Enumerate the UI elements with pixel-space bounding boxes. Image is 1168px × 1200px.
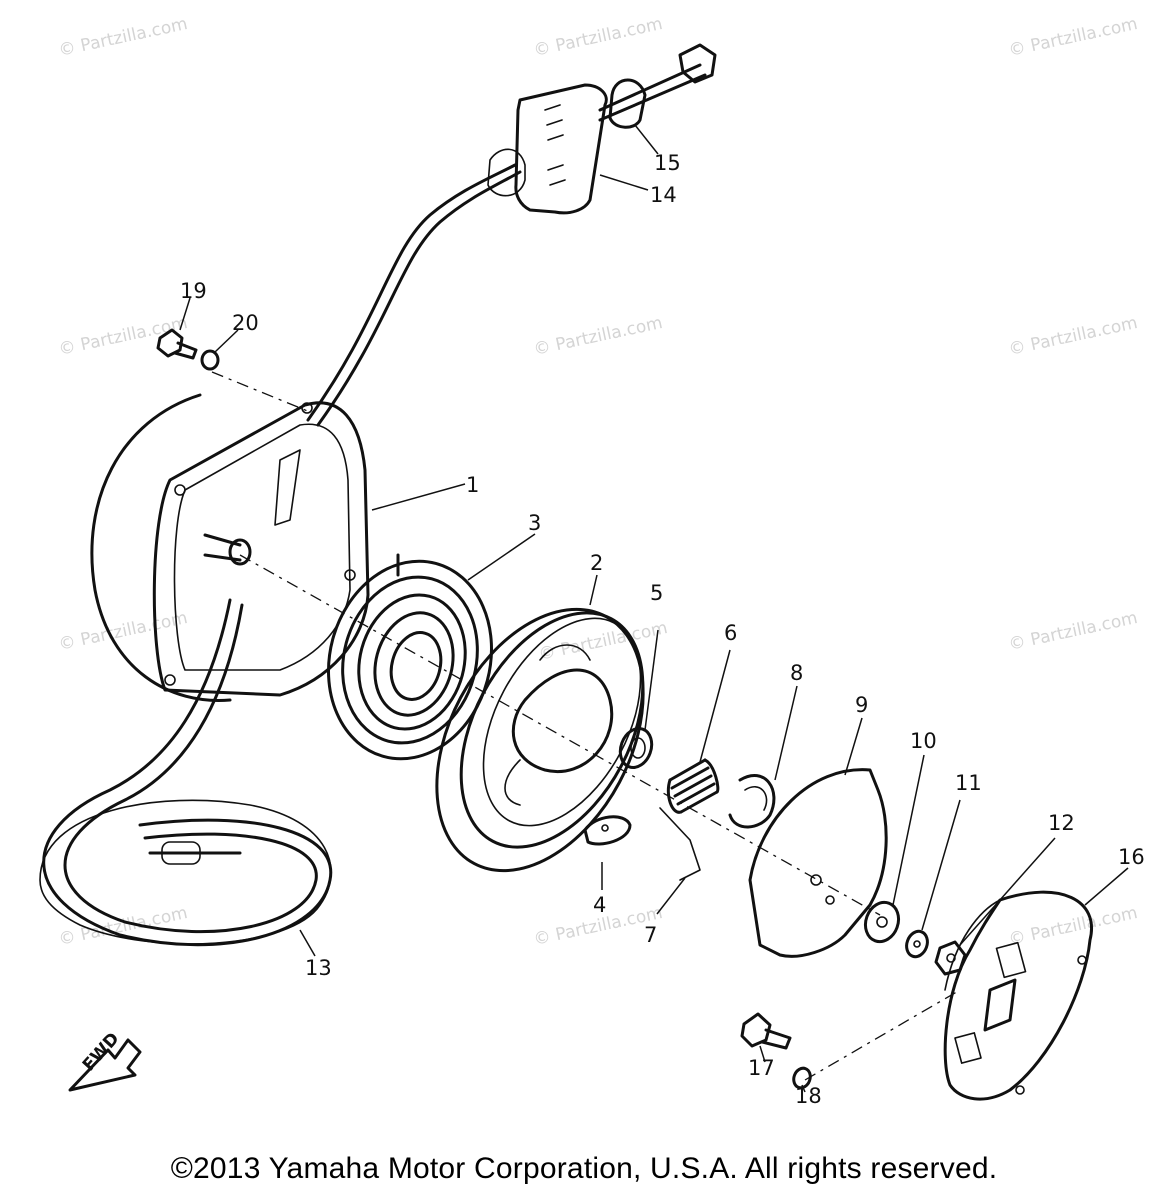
pawl xyxy=(583,815,632,846)
collar xyxy=(618,727,654,769)
rope-handle xyxy=(487,83,608,215)
callout-13: 13 xyxy=(305,956,332,980)
coil-spring xyxy=(666,758,720,814)
case-bolt xyxy=(156,328,198,360)
callout-2: 2 xyxy=(590,551,603,575)
callout-10: 10 xyxy=(910,729,937,753)
sheave-drum xyxy=(435,607,645,873)
callout-9: 9 xyxy=(855,693,868,717)
callout-4: 4 xyxy=(593,893,606,917)
watermark: © Partzilla.com xyxy=(57,608,189,655)
callout-8: 8 xyxy=(790,661,803,685)
callout-18: 18 xyxy=(795,1084,822,1108)
alignment-lines xyxy=(211,371,961,1081)
copyright-notice: ©2013 Yamaha Motor Corporation, U.S.A. A… xyxy=(170,1152,998,1185)
bolt xyxy=(740,1012,792,1050)
callout-15: 15 xyxy=(654,151,681,175)
callout-3: 3 xyxy=(528,511,541,535)
watermark: © Partzilla.com xyxy=(537,618,669,665)
callout-14: 14 xyxy=(650,183,677,207)
starter-rope xyxy=(39,163,522,947)
watermark: © Partzilla.com xyxy=(1007,14,1139,61)
watermark: © Partzilla.com xyxy=(532,313,664,360)
watermark: © Partzilla.com xyxy=(1007,313,1139,360)
callout-20: 20 xyxy=(232,311,259,335)
callout-6: 6 xyxy=(724,621,737,645)
starter-cup xyxy=(943,890,1093,1101)
callout-labels: 1 2 3 4 5 6 7 8 9 10 11 12 13 14 15 16 1… xyxy=(180,151,1145,1108)
fwd-label: FWD xyxy=(79,1029,124,1075)
spring-washer xyxy=(905,929,929,959)
case-washer xyxy=(200,349,220,371)
callout-17: 17 xyxy=(748,1056,775,1080)
washer xyxy=(792,1066,812,1090)
watermark: © Partzilla.com xyxy=(532,14,664,61)
callout-7: 7 xyxy=(644,923,657,947)
callout-16: 16 xyxy=(1118,845,1145,869)
watermark: © Partzilla.com xyxy=(57,14,189,61)
callout-19: 19 xyxy=(180,279,207,303)
callout-12: 12 xyxy=(1048,811,1075,835)
friction-plate xyxy=(748,768,888,958)
fwd-arrow: FWD xyxy=(68,1029,142,1092)
watermark: © Partzilla.com xyxy=(1007,903,1139,950)
starter-case xyxy=(90,393,370,702)
watermark: © Partzilla.com xyxy=(1007,608,1139,655)
leader-lines xyxy=(179,124,1129,1093)
clip-ring xyxy=(728,773,776,829)
wire-spring xyxy=(659,807,701,881)
callout-5: 5 xyxy=(650,581,663,605)
washer-plate xyxy=(863,900,901,944)
handle-bracket-bolt xyxy=(598,43,717,129)
callout-11: 11 xyxy=(955,771,982,795)
watermark: © Partzilla.com xyxy=(57,313,189,360)
callout-1: 1 xyxy=(466,473,479,497)
